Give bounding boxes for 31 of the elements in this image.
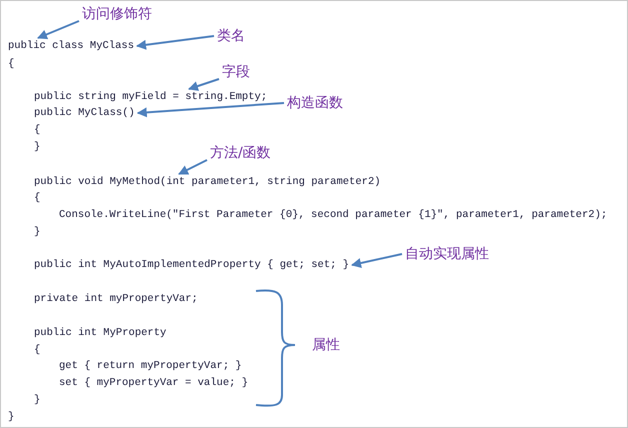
arrow [351, 253, 402, 268]
code-line: public int MyProperty [34, 326, 166, 341]
code-line: public void MyMethod(int parameter1, string parameter2) [34, 174, 381, 190]
code-line: { [34, 123, 40, 138]
code-line: set { myPropertyVar = value; } [59, 376, 248, 391]
code-line: } [34, 225, 40, 240]
code-line: public int MyAutoImplementedProperty { get; set; } [34, 257, 350, 273]
code-line: Console.WriteLine("First Parameter {0}, second parameter {1}", parameter1, parameter2); [59, 208, 608, 223]
arrow [136, 102, 284, 118]
annotation-text: 类名 [217, 27, 245, 45]
code-line: public string myField = string.Empty; [34, 89, 268, 105]
annotation-text: 字段 [222, 63, 250, 81]
annotation-text: 自动实现属性 [405, 245, 489, 263]
annotation-text: 构造函数 [287, 94, 343, 112]
code-line: private int myPropertyVar; [34, 292, 198, 307]
code-line: } [34, 140, 40, 155]
arrow [178, 159, 208, 175]
arrow [37, 20, 80, 40]
code-line: { [34, 191, 40, 206]
annotation-text: 访问修饰符 [82, 5, 152, 23]
annotation-text: 属性 [312, 336, 340, 354]
code-line: { [34, 343, 40, 358]
arrow [188, 78, 220, 91]
code-line: } [34, 393, 40, 408]
code-line: { [8, 57, 14, 72]
code-line: public MyClass() [34, 105, 135, 121]
arrow [136, 35, 214, 50]
code-line: get { return myPropertyVar; } [59, 359, 242, 374]
code-line: public class MyClass [8, 38, 134, 54]
annotation-text: 方法/函数 [210, 144, 271, 162]
code-line: } [8, 410, 14, 425]
